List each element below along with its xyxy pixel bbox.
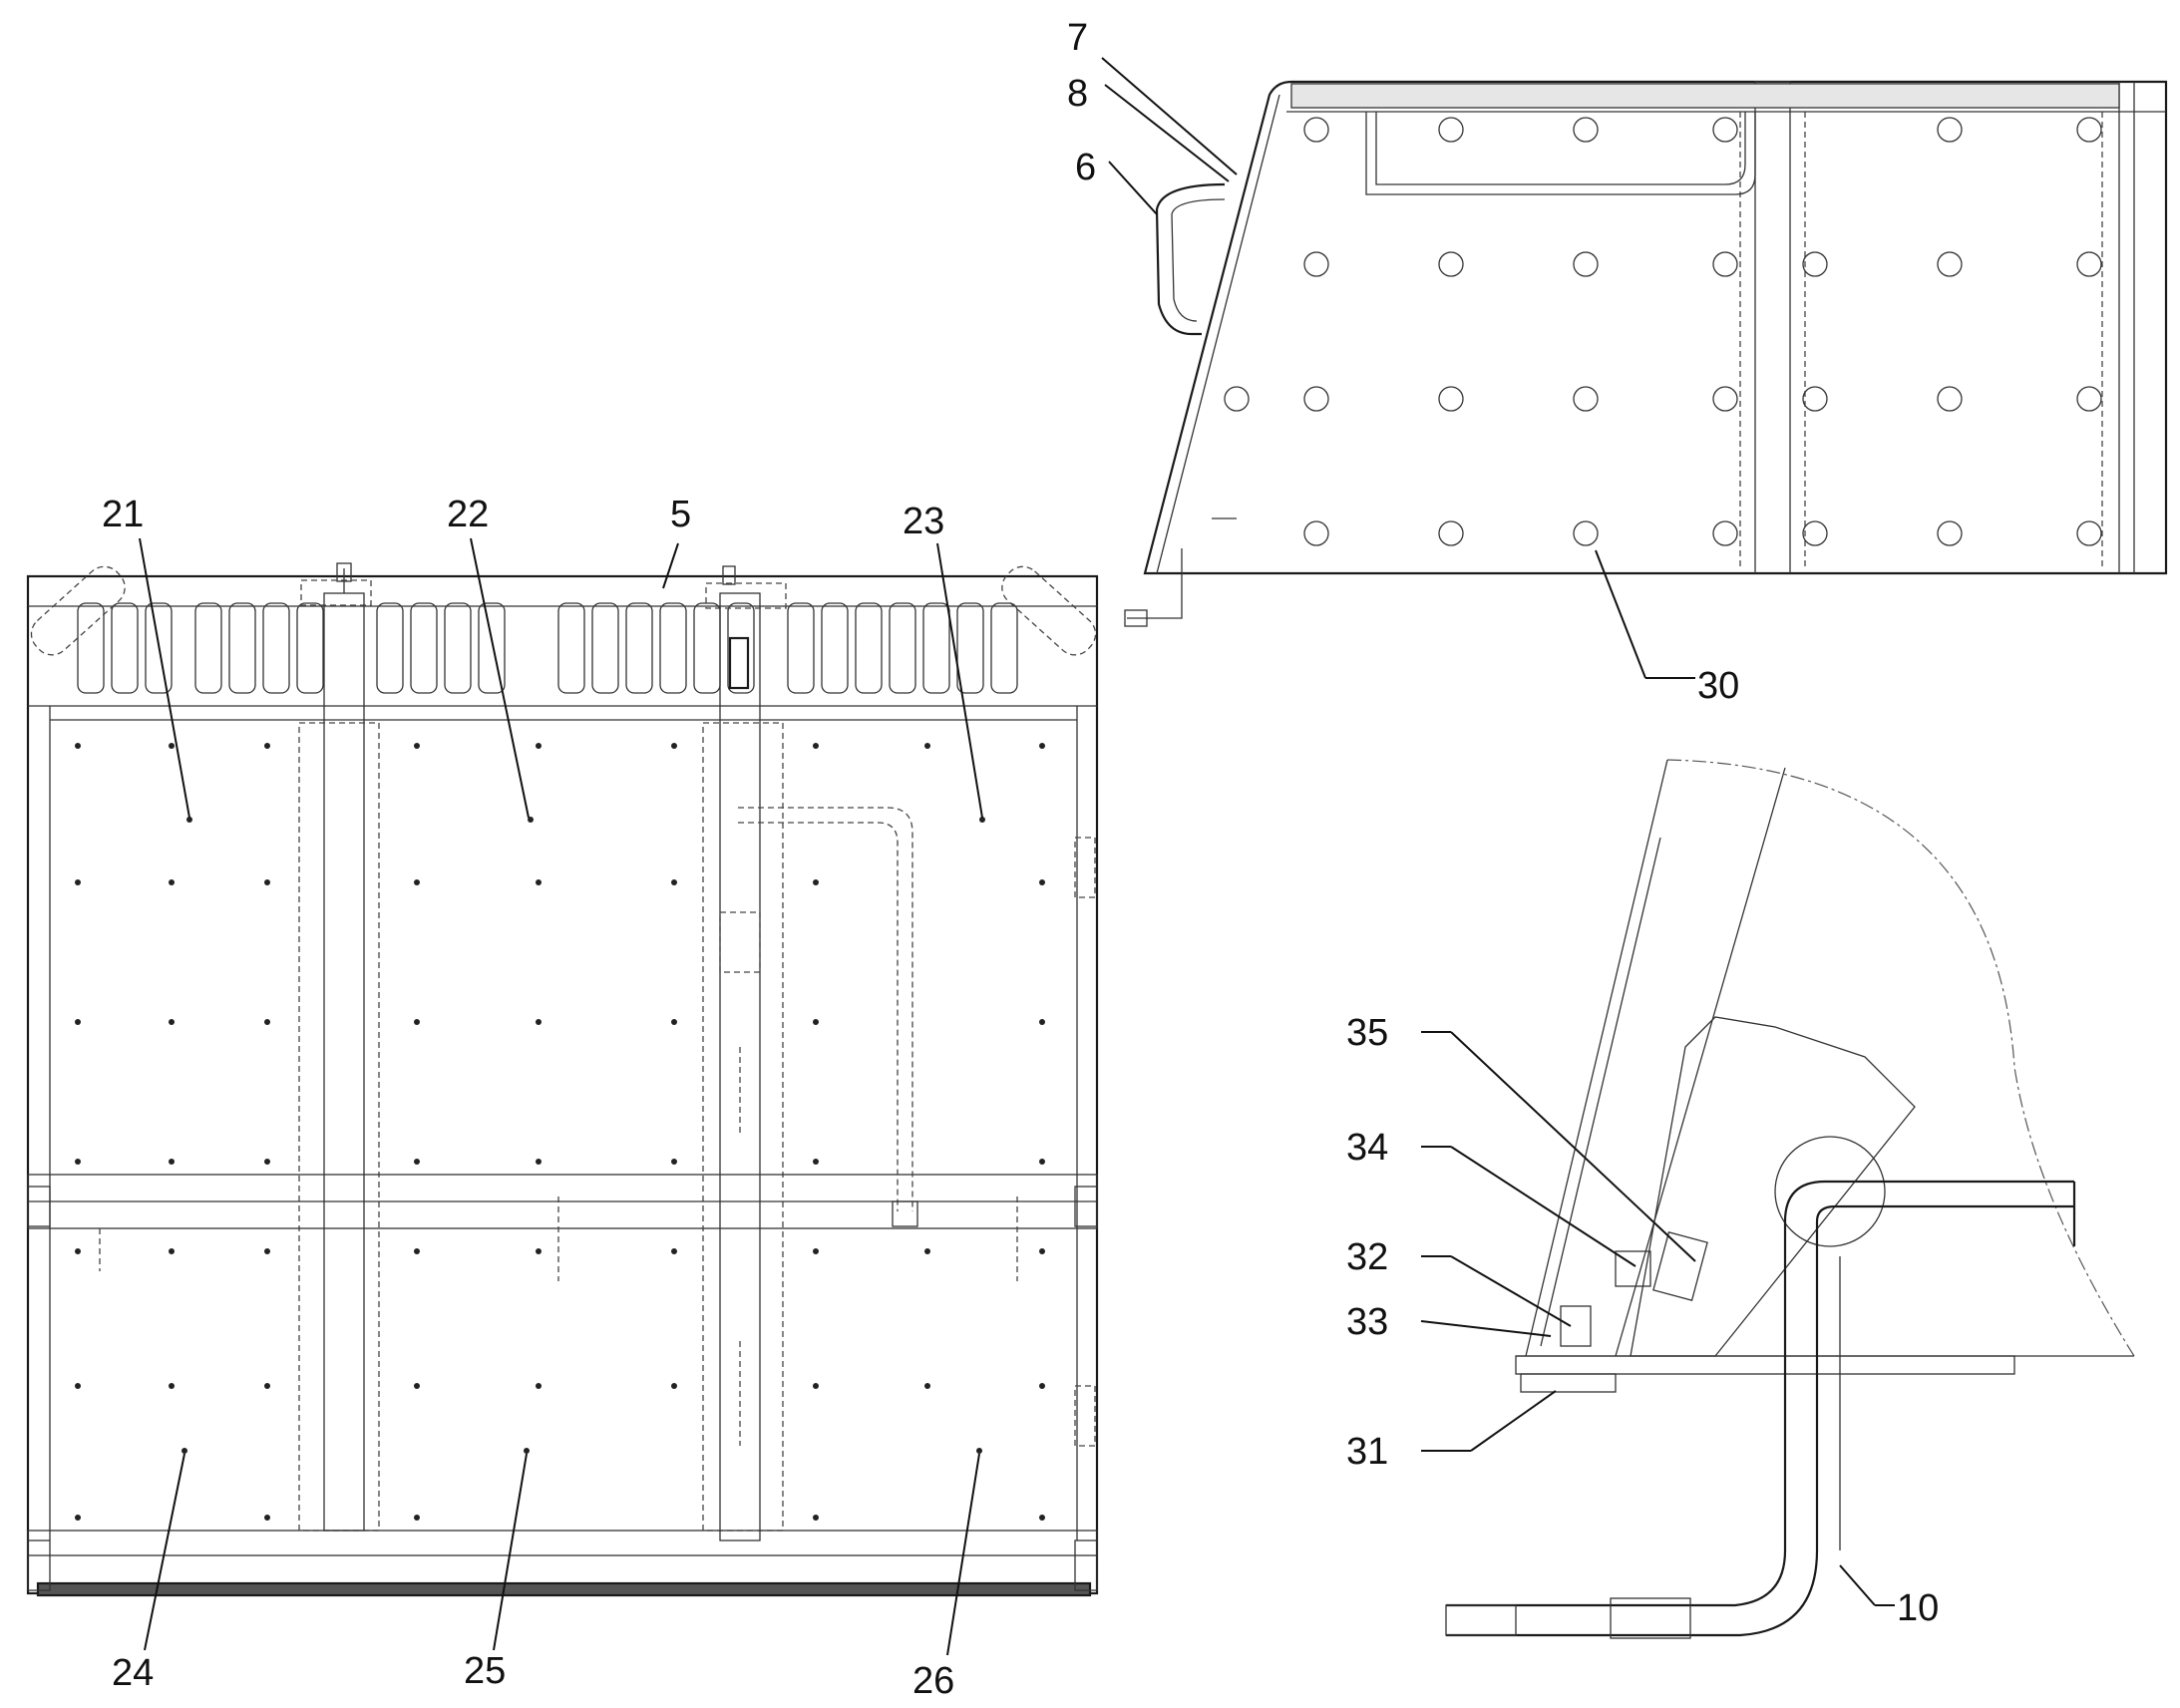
callout-23: 23 [903, 501, 944, 542]
callout-35: 35 [1346, 1012, 1388, 1054]
callout-31: 31 [1346, 1431, 1388, 1473]
side-view-outline [1143, 80, 2168, 575]
callout-7: 7 [1067, 17, 1088, 59]
detail-boundary [1666, 759, 2135, 1357]
callout-30: 30 [1697, 665, 1739, 707]
detail-view [1420, 759, 2135, 1639]
rivet-dots [75, 743, 1045, 1521]
callout-22: 22 [447, 494, 489, 535]
callout-21: 21 [102, 494, 144, 535]
callout-32: 32 [1346, 1236, 1388, 1278]
side-view [1101, 57, 2168, 679]
callout-24: 24 [112, 1652, 154, 1694]
front-view [26, 537, 1099, 1656]
callout-6: 6 [1075, 147, 1096, 188]
callout-10: 10 [1897, 1587, 1939, 1629]
callout-8: 8 [1067, 73, 1088, 115]
callout-25: 25 [464, 1650, 506, 1692]
callout-26: 26 [912, 1660, 954, 1702]
bolt-heads [1224, 117, 2102, 546]
callout-5: 5 [670, 494, 691, 535]
callout-33: 33 [1346, 1301, 1388, 1343]
front-view-outline [26, 574, 1099, 1595]
vent-slots [77, 602, 1018, 694]
callout-labels: 21 22 5 23 24 25 26 7 8 6 30 35 34 32 33… [102, 17, 1939, 1702]
callout-34: 34 [1346, 1127, 1388, 1169]
